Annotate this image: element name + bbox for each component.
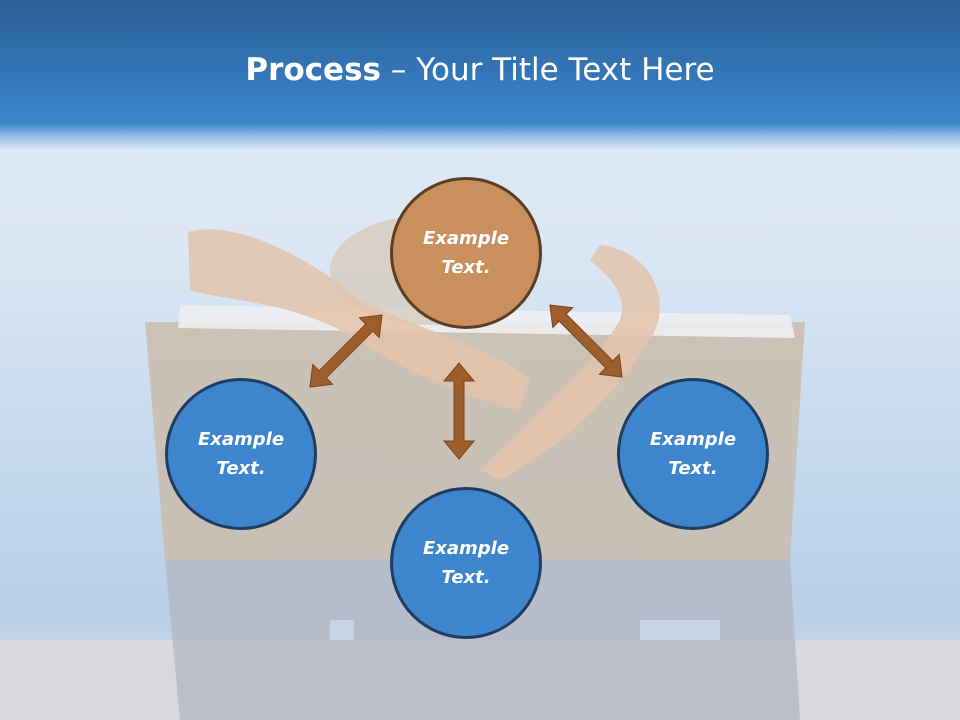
arrow-vertical bbox=[442, 362, 476, 460]
arrow-top-right bbox=[549, 304, 623, 378]
title-dash: – bbox=[381, 52, 417, 88]
node-bottom: Example Text. bbox=[390, 487, 542, 639]
node-bottom-text: Example Text. bbox=[422, 538, 510, 588]
title-bold: Process bbox=[245, 52, 381, 88]
node-left: Example Text. bbox=[165, 378, 317, 530]
node-right: Example Text. bbox=[617, 378, 769, 530]
node-top-text: Example Text. bbox=[422, 228, 510, 278]
arrow-top-left bbox=[309, 314, 383, 388]
node-left-text: Example Text. bbox=[197, 429, 285, 479]
title-bar bbox=[0, 0, 960, 150]
node-top: Example Text. bbox=[390, 177, 542, 329]
title-rest: Your Title Text Here bbox=[416, 52, 715, 88]
slide-title: Process – Your Title Text Here bbox=[0, 52, 960, 88]
node-right-text: Example Text. bbox=[649, 429, 737, 479]
